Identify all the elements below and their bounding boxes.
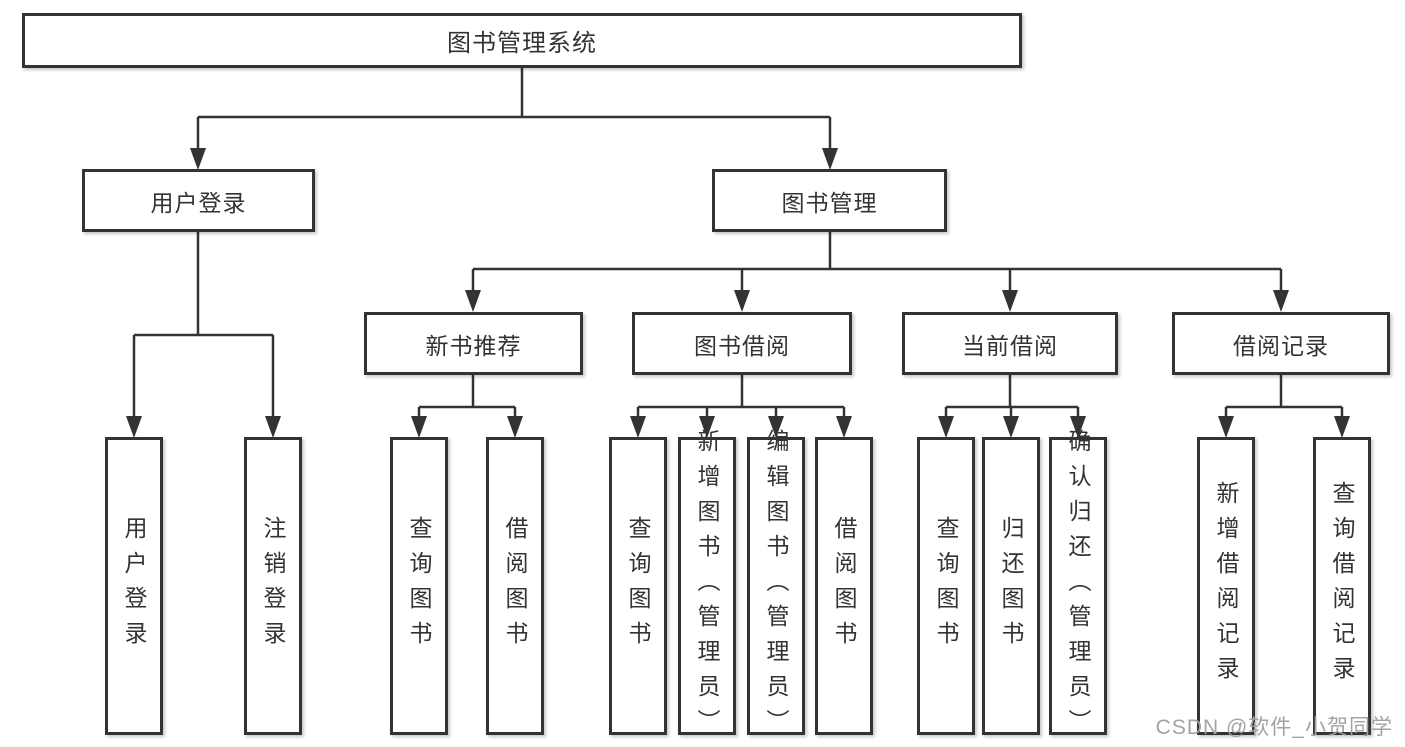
node-label: 查询图书 xyxy=(933,516,959,656)
arrow-down-icon xyxy=(1218,416,1234,438)
node-leaf-edit-books-admin: 编辑图书（管理员） xyxy=(747,429,805,744)
node-label: 用户登录 xyxy=(150,189,247,216)
connector-root-to-level2 xyxy=(196,68,832,150)
node-label: 新增图书（管理员） xyxy=(694,428,720,744)
arrow-down-icon xyxy=(699,416,715,438)
node-leaf-user-login: 用户登录 xyxy=(105,437,163,735)
node-label: 注销登录 xyxy=(260,516,286,656)
arrow-down-icon xyxy=(190,148,206,170)
connector-book-mgmt-children xyxy=(471,232,1283,293)
arrow-down-icon xyxy=(836,416,852,438)
node-label: 编辑图书（管理员） xyxy=(763,428,789,744)
arrow-down-icon xyxy=(822,148,838,170)
node-label: 查询借阅记录 xyxy=(1329,481,1355,691)
arrow-down-icon xyxy=(768,416,784,438)
arrow-down-icon xyxy=(465,290,481,312)
node-leaf-borrow-books-recommend: 借阅图书 xyxy=(486,437,544,735)
connector-current-borrow-children xyxy=(944,375,1080,418)
node-label: 查询图书 xyxy=(625,516,651,656)
node-leaf-add-borrow-record: 新增借阅记录 xyxy=(1197,437,1255,735)
node-new-book-recommend: 新书推荐 xyxy=(364,312,583,375)
node-book-borrowing: 图书借阅 xyxy=(632,312,852,375)
arrow-down-icon xyxy=(1003,416,1019,438)
node-leaf-query-books-recommend: 查询图书 xyxy=(390,437,448,735)
node-label: 借阅图书 xyxy=(502,516,528,656)
node-leaf-query-borrow-record: 查询借阅记录 xyxy=(1313,437,1371,735)
node-label: 新书推荐 xyxy=(425,332,522,359)
node-leaf-query-books-borrowing: 查询图书 xyxy=(609,437,667,735)
node-label: 当前借阅 xyxy=(962,332,1058,359)
node-label: 查询图书 xyxy=(406,516,432,656)
node-label: 借阅图书 xyxy=(831,516,857,656)
connector-borrow-records-children xyxy=(1224,375,1344,418)
arrow-down-icon xyxy=(1070,416,1086,438)
node-leaf-borrow-books: 借阅图书 xyxy=(815,437,873,735)
connector-book-borrow-children xyxy=(636,375,846,418)
node-library-management-system: 图书管理系统 xyxy=(22,13,1022,68)
csdn-watermark: CSDN @软件_小贺同学 xyxy=(1155,716,1393,739)
arrow-down-icon xyxy=(507,416,523,438)
node-label: 图书管理 xyxy=(781,189,878,216)
arrow-down-icon xyxy=(734,290,750,312)
node-leaf-return-books: 归还图书 xyxy=(982,437,1040,735)
node-current-borrowing: 当前借阅 xyxy=(902,312,1118,375)
connector-user-login-children xyxy=(132,232,275,418)
node-borrowing-records: 借阅记录 xyxy=(1172,312,1390,375)
arrow-down-icon xyxy=(1273,290,1289,312)
node-book-management: 图书管理 xyxy=(712,169,947,232)
connector-new-book-children xyxy=(417,375,517,418)
arrow-down-icon xyxy=(1334,416,1350,438)
arrow-down-icon xyxy=(938,416,954,438)
node-user-login: 用户登录 xyxy=(82,169,315,232)
node-label: 新增借阅记录 xyxy=(1213,481,1239,691)
arrow-down-icon xyxy=(630,416,646,438)
arrow-down-icon xyxy=(126,416,142,438)
node-label: 归还图书 xyxy=(998,516,1024,656)
arrow-down-icon xyxy=(411,416,427,438)
node-leaf-query-books-current: 查询图书 xyxy=(917,437,975,735)
node-label: 图书借阅 xyxy=(694,332,790,359)
node-leaf-confirm-return-admin: 确认归还（管理员） xyxy=(1049,429,1107,744)
arrow-down-icon xyxy=(265,416,281,438)
node-label: 借阅记录 xyxy=(1233,332,1329,359)
node-leaf-logout: 注销登录 xyxy=(244,437,302,735)
node-label: 用户登录 xyxy=(121,516,147,656)
node-leaf-add-books-admin: 新增图书（管理员） xyxy=(678,429,736,744)
node-label: 确认归还（管理员） xyxy=(1065,428,1091,744)
node-label: 图书管理系统 xyxy=(447,30,597,57)
arrow-down-icon xyxy=(1002,290,1018,312)
